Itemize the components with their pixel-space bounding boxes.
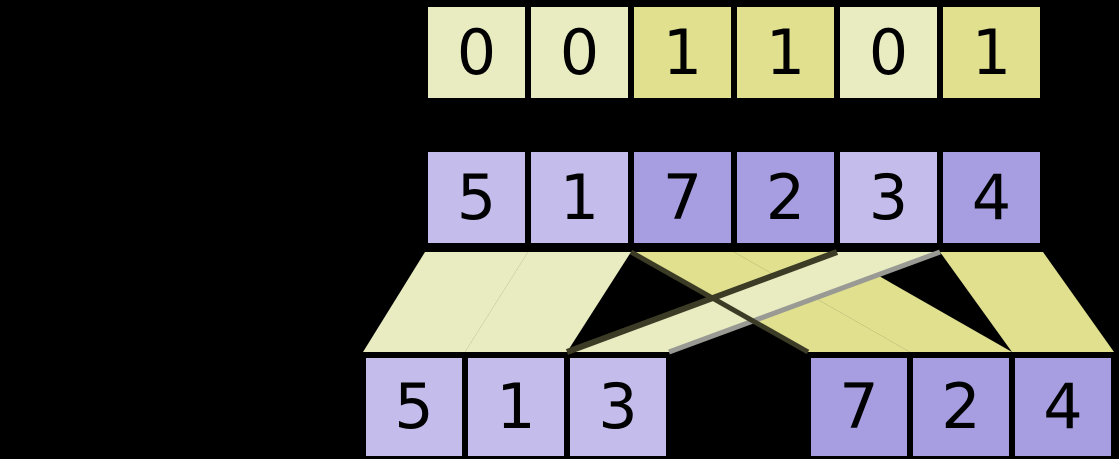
output-cell-3-value: 7 bbox=[839, 370, 879, 443]
output-cell-0[interactable]: 5 bbox=[363, 355, 465, 459]
output-cell-1[interactable]: 1 bbox=[465, 355, 567, 459]
output-cell-1-value: 1 bbox=[496, 370, 536, 443]
output-cell-3[interactable]: 7 bbox=[808, 355, 910, 459]
flow-ribbon-7-edge bbox=[629, 249, 810, 355]
mask-cell-4-value: 0 bbox=[868, 15, 909, 89]
output-cell-4[interactable]: 2 bbox=[910, 355, 1012, 459]
flow-ribbon-5-to-slot0 bbox=[363, 252, 528, 352]
input-cell-1-value: 1 bbox=[559, 160, 600, 234]
mask-cell-0[interactable]: 0 bbox=[425, 4, 528, 101]
input-cell-2-value: 7 bbox=[662, 160, 703, 234]
flow-ribbon-4-to-slot5 bbox=[940, 252, 1114, 352]
flow-ribbon-1-to-slot1 bbox=[465, 252, 631, 352]
mask-cell-5-value: 1 bbox=[971, 15, 1012, 89]
input-cell-0[interactable]: 5 bbox=[425, 149, 528, 246]
mask-cell-4[interactable]: 0 bbox=[837, 4, 940, 101]
input-cell-3-value: 2 bbox=[765, 160, 806, 234]
output-cell-4-value: 2 bbox=[941, 370, 981, 443]
input-cell-1[interactable]: 1 bbox=[528, 149, 631, 246]
mask-cell-2-value: 1 bbox=[662, 15, 703, 89]
input-cell-5[interactable]: 4 bbox=[940, 149, 1043, 246]
flow-ribbon-3-edge-lower bbox=[565, 249, 839, 355]
mask-cell-2[interactable]: 1 bbox=[631, 4, 734, 101]
flow-ribbon-3-edge-upper bbox=[668, 249, 941, 355]
input-cell-3[interactable]: 2 bbox=[734, 149, 837, 246]
flow-ribbon-3-to-slot2 bbox=[567, 252, 940, 352]
mask-cell-3-value: 1 bbox=[765, 15, 806, 89]
flow-ribbon-7-to-slot3 bbox=[631, 252, 910, 352]
mask-cell-1[interactable]: 0 bbox=[528, 4, 631, 101]
flow-ribbon-2-to-slot4 bbox=[734, 252, 1012, 352]
mask-cell-0-value: 0 bbox=[456, 15, 497, 89]
input-cell-4-value: 3 bbox=[868, 160, 909, 234]
mask-cell-3[interactable]: 1 bbox=[734, 4, 837, 101]
output-cell-2[interactable]: 3 bbox=[567, 355, 669, 459]
output-cell-5-value: 4 bbox=[1043, 370, 1083, 443]
input-cell-0-value: 5 bbox=[456, 160, 497, 234]
input-cell-4[interactable]: 3 bbox=[837, 149, 940, 246]
output-cell-0-value: 5 bbox=[394, 370, 434, 443]
output-cell-5[interactable]: 4 bbox=[1012, 355, 1114, 459]
input-cell-2[interactable]: 7 bbox=[631, 149, 734, 246]
mask-cell-5[interactable]: 1 bbox=[940, 4, 1043, 101]
output-cell-2-value: 3 bbox=[598, 370, 638, 443]
input-cell-5-value: 4 bbox=[971, 160, 1012, 234]
mask-cell-1-value: 0 bbox=[559, 15, 600, 89]
